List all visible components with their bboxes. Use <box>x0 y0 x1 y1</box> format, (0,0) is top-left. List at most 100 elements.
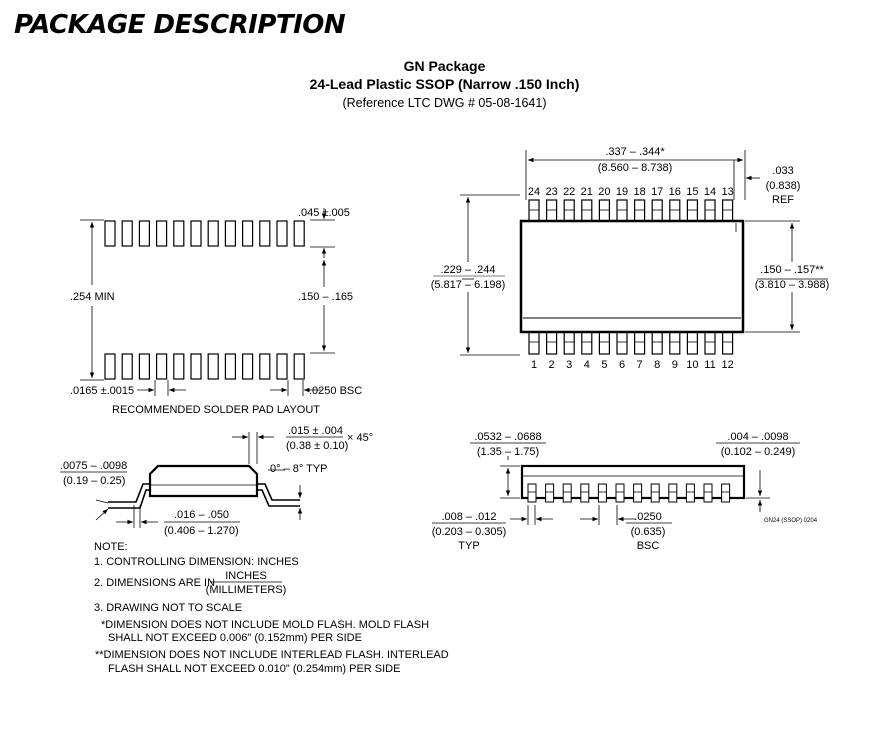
pin-label: 16 <box>669 186 681 198</box>
top-view <box>460 150 800 356</box>
pitch-dim-mm: (0.635) <box>631 526 666 538</box>
pin-label: 19 <box>616 186 628 198</box>
lead-dim-in: .008 – .012 <box>441 511 496 523</box>
thickness-dim-mm: (0.19 – 0.25) <box>63 475 125 487</box>
lead <box>651 199 663 222</box>
solder-pad <box>173 220 185 247</box>
solder-pad <box>104 353 116 380</box>
ref-dim-label: REF <box>772 194 794 206</box>
pin-label: 23 <box>545 186 557 198</box>
pin-label: 14 <box>704 186 716 198</box>
height-dim-mm: (1.35 – 1.75) <box>477 446 539 458</box>
solder-pad <box>259 353 271 380</box>
pad-size-dim: .0165 ±.0015 <box>70 385 134 397</box>
lead <box>528 199 540 222</box>
solder-pad <box>121 220 133 247</box>
lead <box>545 199 558 222</box>
drawing-code: GN24 (SSOP) 0204 <box>764 518 818 524</box>
side-view-right <box>500 456 770 525</box>
side-lead <box>633 483 643 503</box>
solder-pad <box>224 353 236 380</box>
top-leads <box>528 199 734 222</box>
foot-dim-in: .016 – .050 <box>174 509 229 521</box>
side-view-left <box>95 432 303 528</box>
note-star-1b: SHALL NOT EXCEED 0.006" (0.152mm) PER SI… <box>108 632 362 644</box>
lead <box>633 199 646 222</box>
pin-label: 17 <box>651 186 663 198</box>
lead <box>704 199 716 222</box>
lead <box>528 331 540 355</box>
solder-pad <box>190 353 202 380</box>
solder-pad <box>224 220 236 247</box>
width-dim-mm: (5.817 – 6.198) <box>431 279 506 291</box>
pin-label: 12 <box>721 359 733 371</box>
lead <box>598 199 611 222</box>
standoff-dim-in: .004 – .0098 <box>727 431 788 443</box>
pitch-dim-in: .0250 <box>634 511 662 523</box>
pin-label: 9 <box>672 359 678 371</box>
solder-pad <box>242 220 254 247</box>
notes: NOTE: 1. CONTROLLING DIMENSION: INCHES 2… <box>94 541 449 675</box>
solder-pad <box>190 220 202 247</box>
lead-dim-typ: TYP <box>458 540 479 552</box>
foot-dim-mm: (0.406 – 1.270) <box>164 525 239 537</box>
side-lead <box>527 483 537 503</box>
chamfer-dim-in: .015 ± .004 <box>288 425 343 437</box>
solder-pad <box>259 220 271 247</box>
lead <box>721 331 734 355</box>
pin-label: 2 <box>549 359 555 371</box>
bottom-leads <box>528 331 734 355</box>
length-dim-mm: (8.560 – 8.738) <box>598 162 673 174</box>
lead <box>686 331 699 355</box>
note-star-1a: *DIMENSION DOES NOT INCLUDE MOLD FLASH. … <box>101 619 429 631</box>
pin-label: 6 <box>619 359 625 371</box>
height-dim-in: .0532 – .0688 <box>474 431 541 443</box>
lead <box>563 199 575 222</box>
lead-angle-dim: 0° – 8° TYP <box>270 463 328 475</box>
lead <box>669 331 681 355</box>
package-subtitle: 24-Lead Plastic SSOP (Narrow .150 Inch) <box>309 76 580 92</box>
length-dim-in: .337 – .344* <box>605 146 665 158</box>
lead <box>633 331 646 355</box>
pin-label: 8 <box>654 359 660 371</box>
side-lead <box>562 483 572 503</box>
side-lead <box>615 483 625 503</box>
lead <box>704 331 716 355</box>
pin-label: 22 <box>563 186 575 198</box>
solder-pad <box>276 353 288 380</box>
pin-label: 4 <box>584 359 590 371</box>
lead <box>563 331 575 355</box>
pin-label: 11 <box>704 359 715 371</box>
pin-label: 10 <box>686 359 698 371</box>
note-star-2b: FLASH SHALL NOT EXCEED 0.010" (0.254mm) … <box>108 663 400 675</box>
pin-label: 13 <box>721 186 733 198</box>
pin-label: 5 <box>601 359 607 371</box>
pin-label: 20 <box>598 186 610 198</box>
solder-pad-layout <box>80 208 335 396</box>
lead <box>581 199 593 222</box>
solder-pad <box>121 353 133 380</box>
side-lead <box>650 483 660 503</box>
note-2-denominator: (MILLIMETERS) <box>206 584 287 596</box>
note-1: 1. CONTROLLING DIMENSION: INCHES <box>94 556 299 568</box>
pin-label: 1 <box>531 359 537 371</box>
body-dim-mm: (3.810 – 3.988) <box>755 279 830 291</box>
pin-label: 3 <box>566 359 572 371</box>
lead <box>616 199 628 222</box>
solder-pad <box>156 220 168 247</box>
solder-pad <box>207 353 219 380</box>
note-2-prefix: 2. DIMENSIONS ARE IN <box>94 577 215 589</box>
thickness-dim-in: .0075 – .0098 <box>60 460 127 472</box>
side-leads <box>527 483 731 503</box>
lead <box>545 331 558 355</box>
note-star-2a: **DIMENSION DOES NOT INCLUDE INTERLEAD F… <box>95 649 449 661</box>
note-3: 3. DRAWING NOT TO SCALE <box>94 602 242 614</box>
note-2-numerator: INCHES <box>225 570 267 582</box>
body-dim-in: .150 – .157** <box>760 264 824 276</box>
width-dim-in: .229 – .244 <box>440 264 495 276</box>
pin-label: 24 <box>528 186 540 198</box>
solder-pad <box>293 220 305 247</box>
solder-pad <box>156 353 168 380</box>
